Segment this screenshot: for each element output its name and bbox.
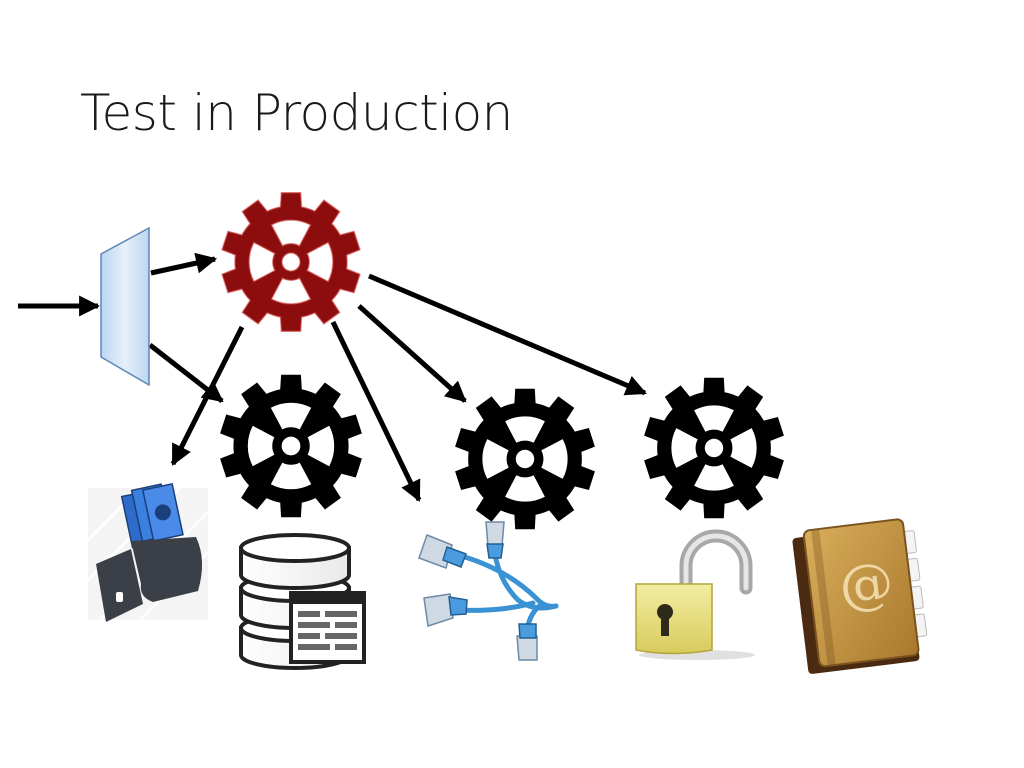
gear-icon: [221, 191, 361, 333]
gear-icon: [644, 377, 784, 519]
address-book-icon: @: [792, 518, 928, 674]
slide-title: Test in Production: [80, 84, 513, 142]
database-icon: [239, 533, 366, 670]
gear-highlight: [221, 191, 361, 333]
money-hand-icon: [86, 482, 210, 622]
load-balancer-icon: [100, 226, 150, 387]
at-symbol: @: [836, 550, 897, 619]
arrow-lb-to-primary: [150, 252, 218, 276]
gear-shape: [644, 377, 784, 519]
gear-shape: [455, 388, 595, 530]
arrow-primary-to-payment: [170, 325, 245, 466]
arrow-primary-to-gear-3: [357, 304, 467, 403]
gear-shape: [220, 374, 362, 518]
padlock-open-icon: [635, 529, 755, 660]
gear-icon: [455, 388, 595, 530]
gear-shape: [222, 192, 360, 332]
arrows: [18, 252, 647, 502]
gear-icon: [220, 374, 362, 518]
network-cable-icon: [418, 521, 559, 661]
arrow-primary-to-network: [330, 320, 422, 502]
arrow-primary-to-gear-4: [368, 273, 647, 396]
